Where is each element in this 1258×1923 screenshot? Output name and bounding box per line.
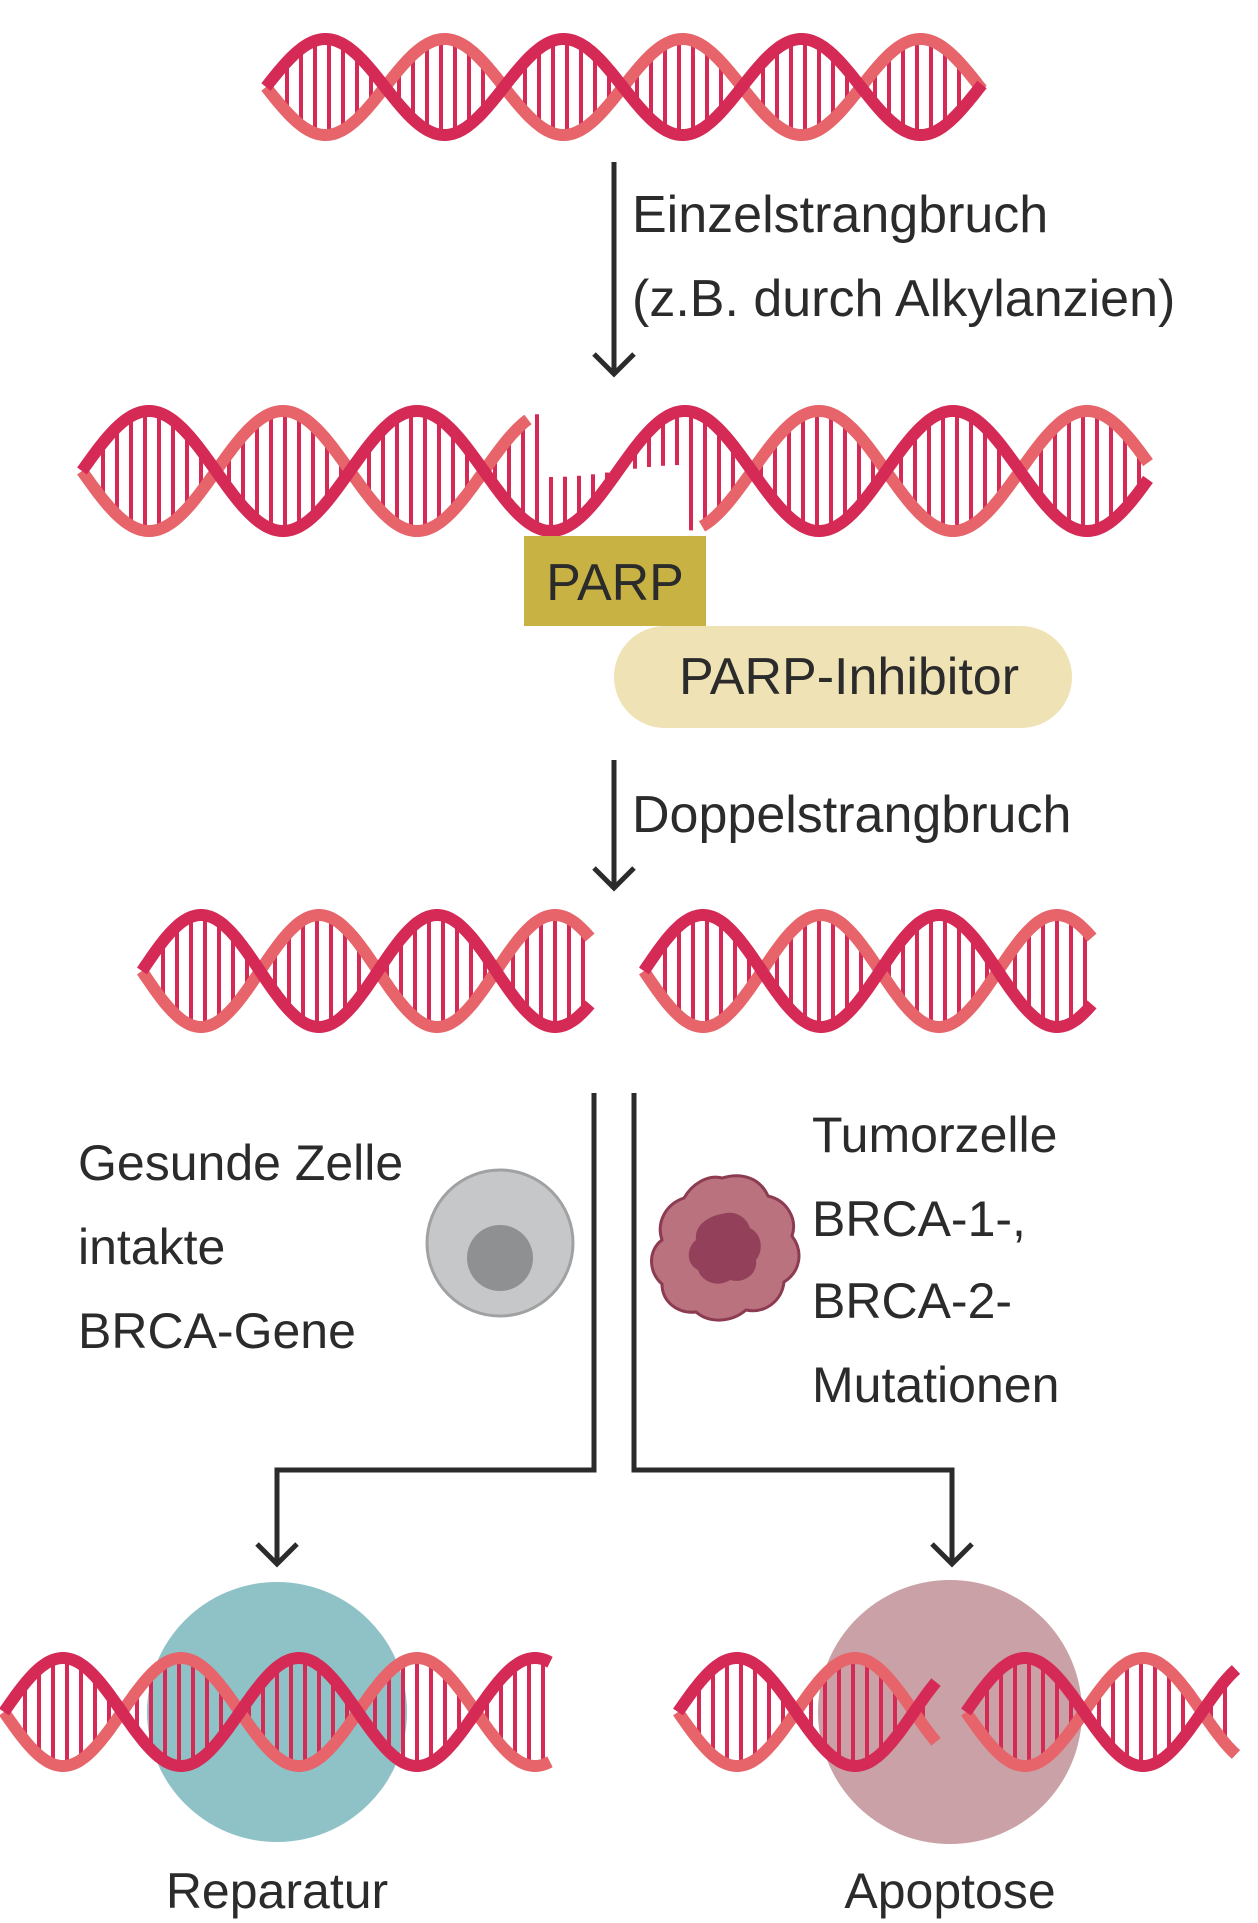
arrow-single-break [592, 162, 636, 378]
healthy-cell-label-line1: Gesunde Zelle [78, 1135, 403, 1191]
tumor-cell-label-line1: Tumorzelle [812, 1107, 1057, 1163]
dna-double-break-left-icon [137, 909, 595, 1033]
dna-apoptosis-left-icon [673, 1652, 941, 1772]
apoptosis-halo [818, 1580, 1082, 1844]
healthy-cell-label-line3: BRCA-Gene [78, 1303, 356, 1359]
healthy-cell-icon [425, 1168, 575, 1318]
dna-single-strand-break-icon [77, 405, 1153, 537]
arrow-double-break [592, 760, 636, 892]
repair-label: Reparatur [166, 1863, 388, 1919]
tumor-cell-label-line4: Mutationen [812, 1357, 1059, 1413]
dna-intact-icon [261, 33, 987, 141]
single-break-label: Einzelstrangbruch [632, 186, 1048, 244]
arrow-to-repair [255, 1093, 597, 1568]
dna-repaired-icon [0, 1652, 553, 1772]
dna-apoptosis-right-icon [961, 1652, 1241, 1772]
single-break-cause-label: (z.B. durch Alkylanzien) [632, 270, 1175, 328]
tumor-cell-label-line2: BRCA-1-, [812, 1191, 1026, 1247]
parp-label: PARP [546, 554, 684, 612]
parp-inhibitor-label: PARP-Inhibitor [679, 648, 1019, 706]
healthy-cell-label-line2: intakte [78, 1219, 225, 1275]
double-break-label: Doppelstrangbruch [632, 786, 1071, 844]
tumor-cell-icon [650, 1174, 801, 1322]
tumor-cell-label-line3: BRCA-2- [812, 1273, 1012, 1329]
parp-inhibitor-pill [614, 626, 1072, 728]
dna-double-break-right-icon [639, 909, 1097, 1033]
arrow-to-apoptosis [631, 1093, 974, 1568]
parp-box [524, 536, 706, 626]
apoptosis-label: Apoptose [844, 1863, 1055, 1919]
